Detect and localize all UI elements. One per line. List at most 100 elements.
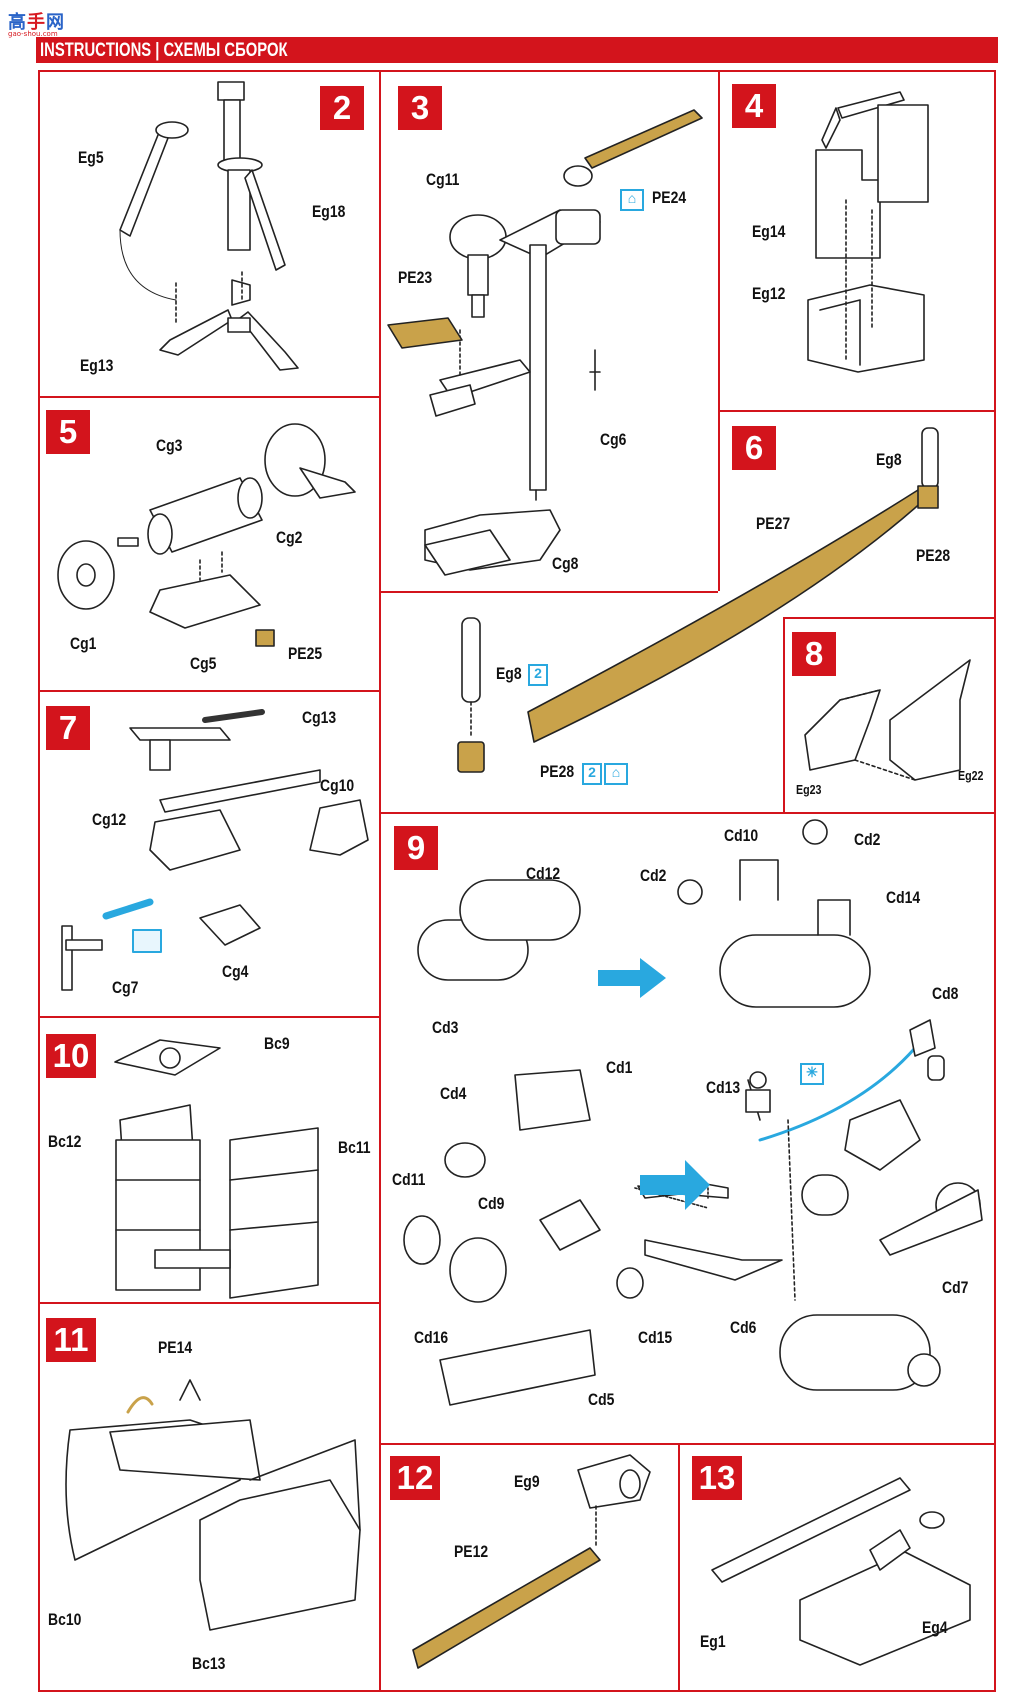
detail-icon — [132, 929, 162, 953]
part-label: Cg5 — [190, 654, 217, 673]
part-label: Eg8 — [496, 664, 522, 683]
part-label: Cg8 — [552, 554, 579, 573]
part-label: Cd2 — [640, 866, 667, 885]
quantity-badge: 2 — [582, 763, 602, 785]
divider — [381, 812, 994, 814]
part-label: Cd14 — [886, 888, 921, 907]
part-label: Bc10 — [48, 1610, 82, 1629]
part-label: Eg12 — [752, 284, 786, 303]
part-label: Cd8 — [932, 984, 959, 1003]
divider — [40, 1016, 379, 1018]
saw-handle-drawing — [412, 1454, 651, 1669]
photo-etch-icon: ⌂ — [620, 189, 644, 211]
part-label: Eg5 — [78, 148, 104, 167]
compressor-drawing — [403, 819, 983, 1406]
divider — [381, 1443, 994, 1445]
part-label: PE27 — [756, 514, 791, 533]
step-number-2: 2 — [320, 86, 364, 130]
part-label: Cg13 — [302, 708, 337, 727]
part-label: Eg22 — [958, 768, 984, 783]
step-number-8: 8 — [792, 632, 836, 676]
logo-url: gao-shou.com — [8, 30, 58, 38]
part-label: Cd9 — [478, 1194, 505, 1213]
part-label: Cg4 — [222, 962, 249, 981]
hose-icon: ✳ — [800, 1063, 824, 1085]
logo-chinese: 高手网 — [8, 12, 65, 33]
part-label: Cd12 — [526, 864, 561, 883]
divider-left-column — [379, 72, 381, 1690]
step-number-10: 10 — [46, 1034, 96, 1078]
part-label: Cg1 — [70, 634, 97, 653]
step-number-3: 3 — [398, 86, 442, 130]
site-logo: 高手网 gao-shou.com — [8, 8, 72, 38]
step-number-4: 4 — [732, 84, 776, 128]
part-label: Eg4 — [922, 1618, 948, 1637]
part-label: Bc12 — [48, 1132, 82, 1151]
wheelbarrow-drawing — [65, 1379, 361, 1631]
part-label: Cd13 — [706, 1078, 741, 1097]
divider — [678, 1443, 680, 1690]
part-label: Cd4 — [440, 1084, 467, 1103]
part-label: Cd10 — [724, 826, 759, 845]
quantity-badge: 2 — [528, 664, 548, 686]
photo-etch-icon: ⌂ — [604, 763, 628, 785]
divider — [381, 591, 718, 593]
part-label: PE23 — [398, 268, 433, 287]
divider — [40, 690, 379, 692]
divider — [718, 72, 720, 591]
part-label: Cd15 — [638, 1328, 673, 1347]
part-label: Cd11 — [392, 1170, 426, 1189]
part-label: Cd1 — [606, 1058, 633, 1077]
part-label: Eg9 — [514, 1472, 540, 1491]
part-label: Bc9 — [264, 1034, 290, 1053]
part-label: Cg3 — [156, 436, 183, 455]
part-label: Bc11 — [338, 1138, 371, 1157]
divider — [40, 1302, 379, 1304]
part-label: Eg13 — [80, 356, 114, 375]
part-label: Eg8 — [876, 450, 902, 469]
page-title: INSTRUCTIONS | СХЕМЫ СБОРОК — [40, 40, 288, 61]
grinder-drawing — [57, 423, 356, 647]
pe24-part — [584, 109, 703, 169]
divider — [40, 396, 379, 398]
part-label: Cg11 — [426, 170, 460, 189]
part-label: Cg7 — [112, 978, 139, 997]
stand-drawing — [119, 81, 299, 371]
step-number-9: 9 — [394, 826, 438, 870]
part-label: PE28 — [540, 762, 575, 781]
part-label: PE24 — [652, 188, 687, 207]
saw-blade-drawing — [457, 427, 939, 773]
part-label: Cg12 — [92, 810, 127, 829]
drill-press-drawing — [424, 165, 601, 576]
step-number-5: 5 — [46, 410, 90, 454]
bracket-drawing — [807, 91, 929, 373]
part-label: Eg14 — [752, 222, 786, 241]
part-label: Cd2 — [854, 830, 881, 849]
step-number-7: 7 — [46, 706, 90, 750]
anvil-drawing — [804, 659, 971, 781]
part-label: PE28 — [916, 546, 951, 565]
divider — [783, 617, 994, 619]
bin-drawing — [114, 1039, 319, 1299]
instructions-frame — [38, 70, 996, 1692]
step-number-11: 11 — [46, 1318, 96, 1362]
part-label: PE14 — [158, 1338, 193, 1357]
step-number-12: 12 — [390, 1456, 440, 1500]
part-label: Bc13 — [192, 1654, 226, 1673]
part-label: Cg2 — [276, 528, 303, 547]
part-label: Cd3 — [432, 1018, 459, 1037]
part-label: Cd16 — [414, 1328, 449, 1347]
plane-drawing — [711, 1477, 971, 1666]
part-label: Eg23 — [796, 782, 822, 797]
step-number-6: 6 — [732, 426, 776, 470]
part-label: Cd5 — [588, 1390, 615, 1409]
part-label: Cg10 — [320, 776, 355, 795]
part-label: PE25 — [288, 644, 323, 663]
part-label: Eg18 — [312, 202, 346, 221]
divider — [718, 410, 994, 412]
part-label: Cg6 — [600, 430, 627, 449]
part-label: PE12 — [454, 1542, 489, 1561]
part-label: Eg1 — [700, 1632, 726, 1651]
divider — [783, 617, 785, 813]
